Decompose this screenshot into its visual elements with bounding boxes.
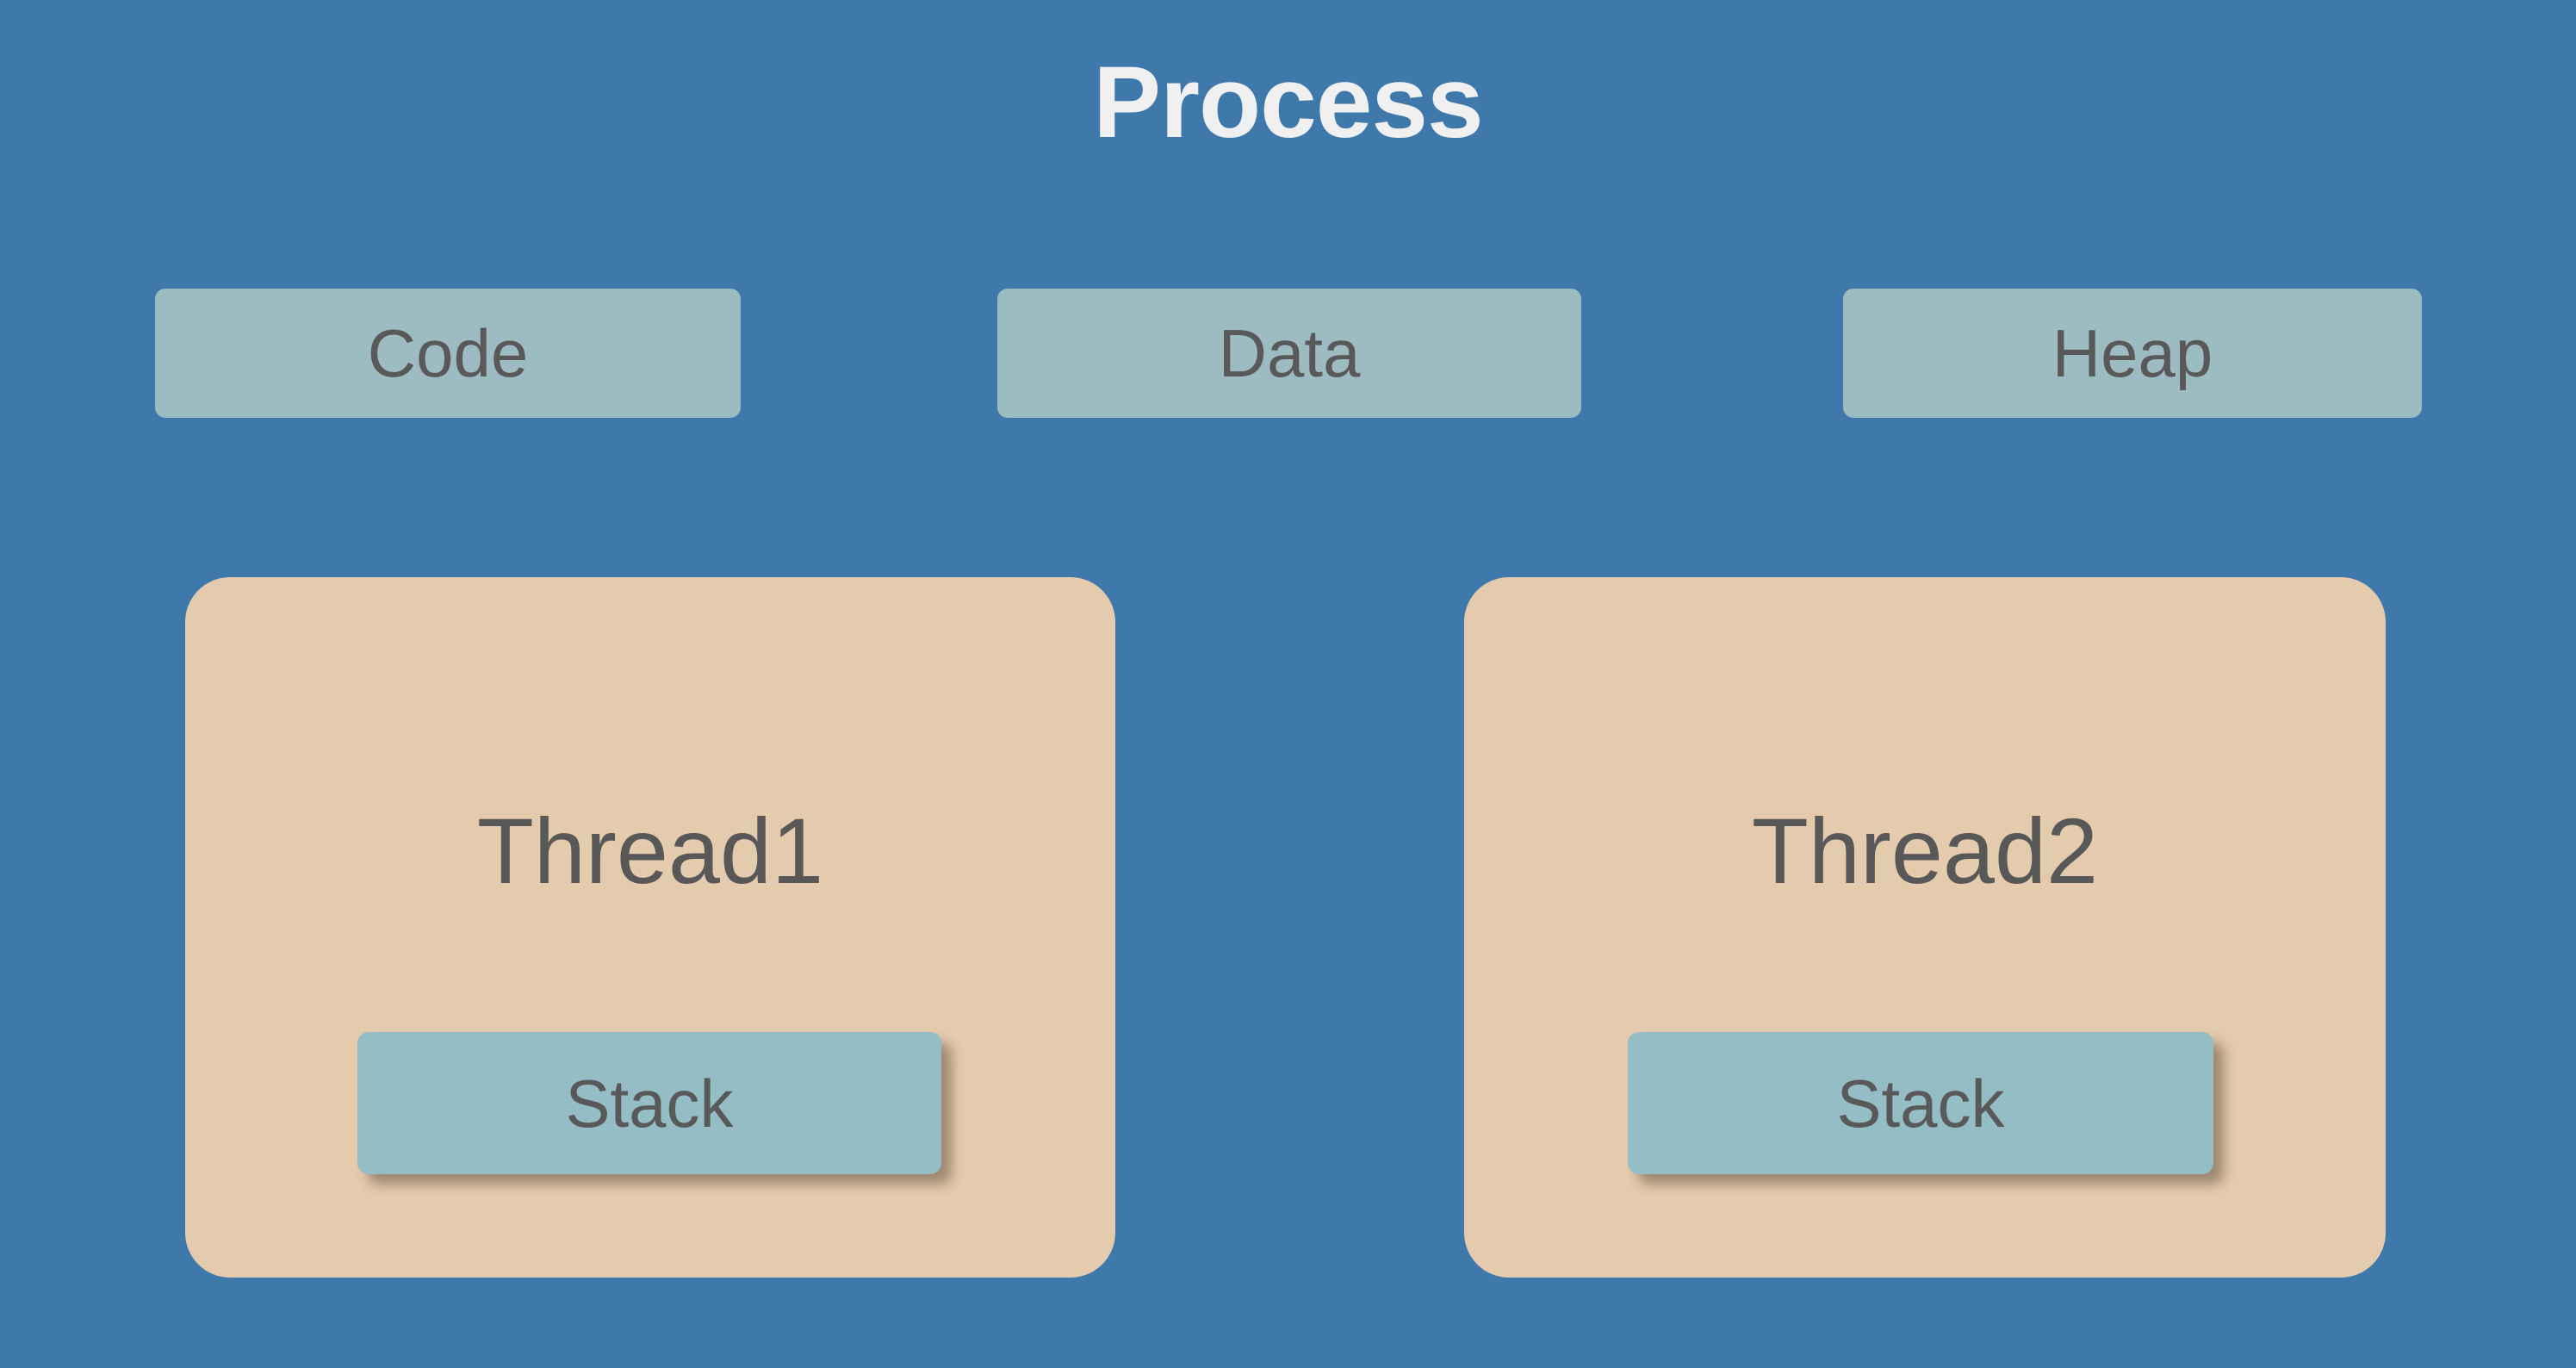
- segment-box-heap[interactable]: Heap: [1843, 289, 2422, 418]
- page-title: Process: [1093, 46, 1483, 159]
- segment-label-data: Data: [1218, 315, 1361, 391]
- segment-label-code: Code: [367, 315, 529, 391]
- stack-label-thread-2: Stack: [1836, 1065, 2005, 1141]
- thread-label-1: Thread1: [476, 799, 824, 903]
- segment-box-code[interactable]: Code: [155, 289, 741, 418]
- segment-label-heap: Heap: [2051, 315, 2213, 391]
- thread-box-1[interactable]: Thread1 Stack: [185, 577, 1115, 1278]
- stack-label-thread-1: Stack: [565, 1065, 734, 1141]
- thread-box-2[interactable]: Thread2 Stack: [1464, 577, 2386, 1278]
- thread-label-2: Thread2: [1751, 799, 2099, 903]
- stack-box-thread-2[interactable]: Stack: [1628, 1032, 2213, 1174]
- segment-box-data[interactable]: Data: [997, 289, 1581, 418]
- stack-box-thread-1[interactable]: Stack: [357, 1032, 941, 1174]
